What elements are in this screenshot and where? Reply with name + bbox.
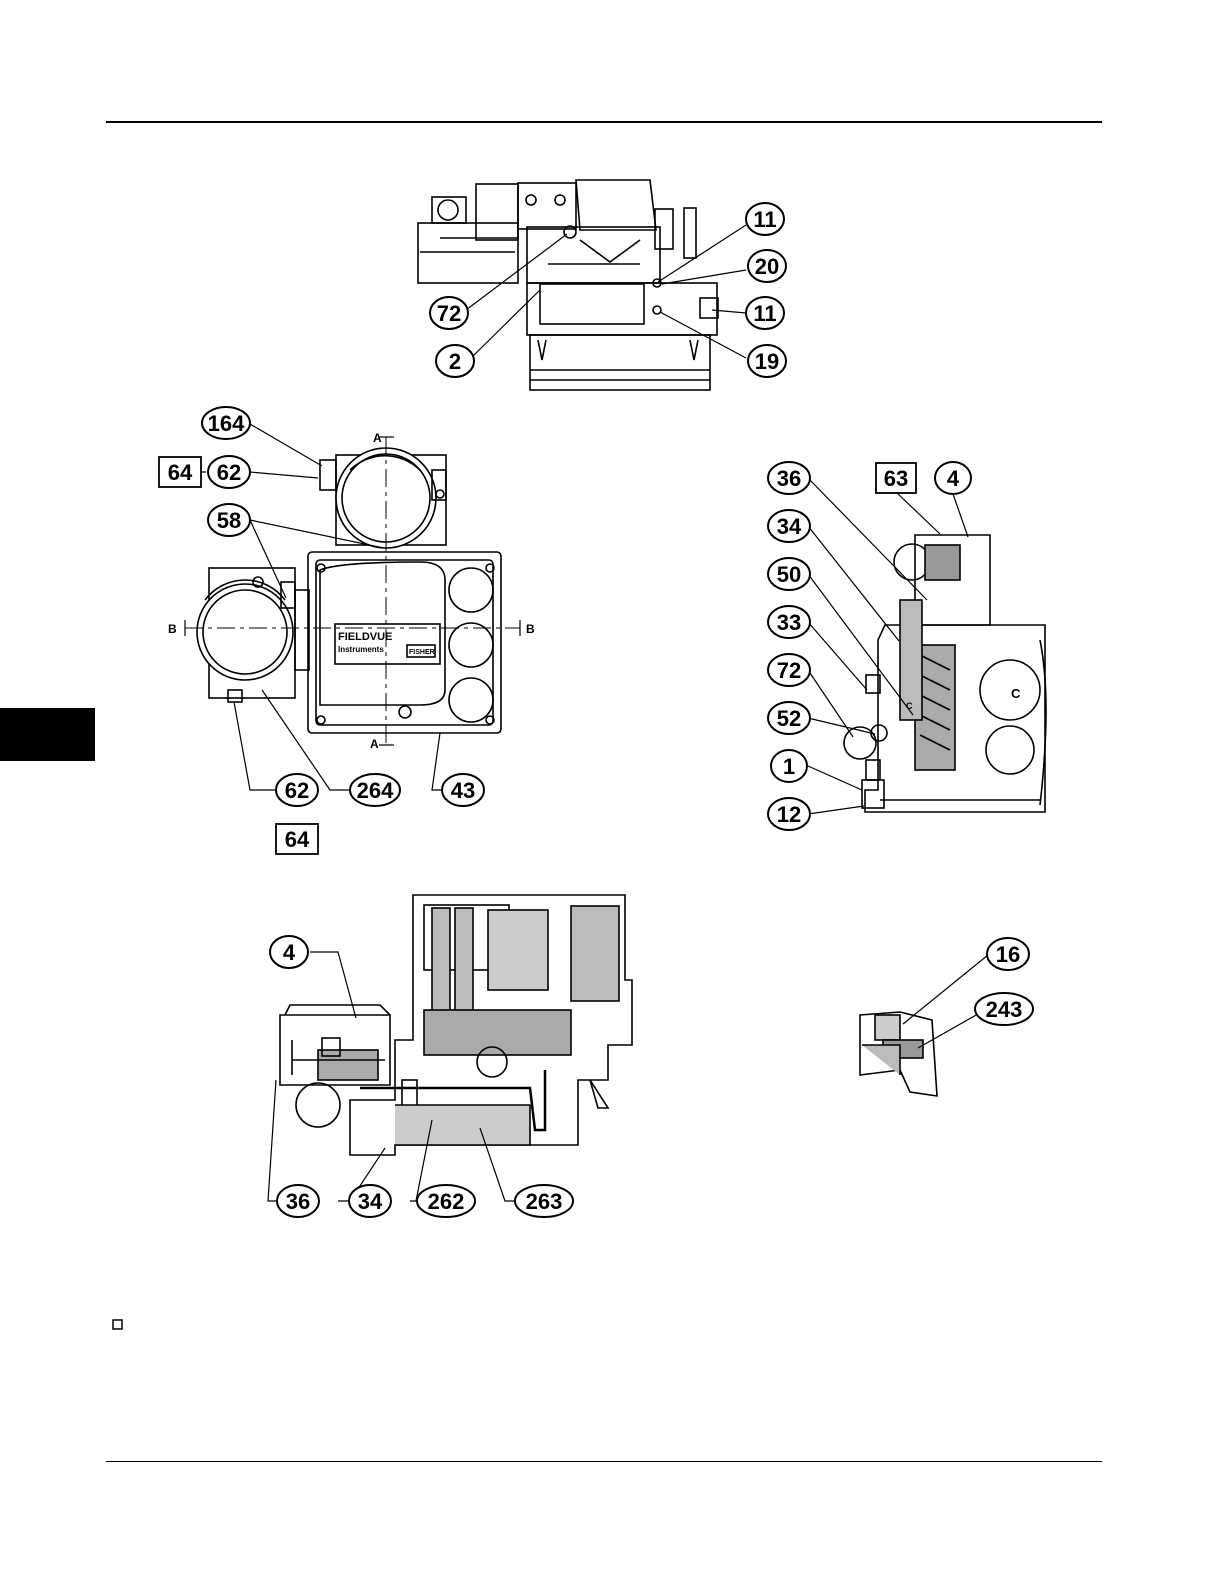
nameplate-brand: FIELDVUE xyxy=(338,631,392,643)
callout-52: 52 xyxy=(768,702,810,734)
right-section-drawing xyxy=(844,535,1046,812)
detail-view-drawing xyxy=(860,1012,937,1096)
svg-text:34: 34 xyxy=(777,514,802,539)
callout-62-upper: 62 xyxy=(208,456,250,488)
section-label-a-top: A xyxy=(373,431,382,445)
callout-50: 50 xyxy=(768,558,810,590)
callout-264: 264 xyxy=(350,774,400,806)
nameplate-sub: Instruments xyxy=(338,645,384,654)
svg-text:64: 64 xyxy=(285,827,310,852)
checkbox-marker xyxy=(113,1320,122,1329)
callout-58: 58 xyxy=(208,504,250,536)
nameplate-badge: FISHER xyxy=(409,649,435,656)
section-label-b-right: B xyxy=(526,622,535,636)
callout-12: 12 xyxy=(768,798,810,830)
callout-64-lower: 64 xyxy=(276,824,318,854)
svg-text:20: 20 xyxy=(755,254,779,279)
callout-72-top: 72 xyxy=(430,297,468,329)
callout-63: 63 xyxy=(876,463,916,493)
svg-text:33: 33 xyxy=(777,610,801,635)
callout-11-lower: 11 xyxy=(746,297,784,329)
callout-36-right: 36 xyxy=(768,462,810,494)
callout-243: 243 xyxy=(975,993,1033,1025)
svg-text:63: 63 xyxy=(884,466,908,491)
svg-text:72: 72 xyxy=(437,301,461,326)
detail-view-leaders xyxy=(903,955,988,1048)
svg-text:52: 52 xyxy=(777,706,801,731)
callout-4-bottom: 4 xyxy=(270,936,308,968)
svg-text:12: 12 xyxy=(777,802,801,827)
callout-262: 262 xyxy=(417,1185,475,1217)
callout-33: 33 xyxy=(768,606,810,638)
svg-text:62: 62 xyxy=(285,778,309,803)
svg-text:11: 11 xyxy=(753,301,776,326)
svg-text:64: 64 xyxy=(168,460,193,485)
callout-164: 164 xyxy=(202,407,250,439)
callout-64-upper: 64 xyxy=(159,457,201,487)
section-label-c-right: C xyxy=(1011,686,1021,701)
callout-43: 43 xyxy=(442,774,484,806)
svg-text:264: 264 xyxy=(357,778,394,803)
svg-text:50: 50 xyxy=(777,562,801,587)
front-view-drawing xyxy=(197,448,501,733)
svg-text:36: 36 xyxy=(777,466,801,491)
svg-text:34: 34 xyxy=(358,1189,383,1214)
callout-34-bottom: 34 xyxy=(349,1185,391,1217)
callout-2: 2 xyxy=(436,345,474,377)
callout-36-bottom: 36 xyxy=(277,1185,319,1217)
svg-text:16: 16 xyxy=(996,942,1020,967)
callout-263: 263 xyxy=(515,1185,573,1217)
svg-text:262: 262 xyxy=(428,1189,465,1214)
callout-72-right: 72 xyxy=(768,654,810,686)
svg-text:58: 58 xyxy=(217,508,241,533)
section-label-a-bottom: A xyxy=(370,737,379,751)
svg-text:11: 11 xyxy=(753,207,776,232)
callout-62-lower: 62 xyxy=(276,774,318,806)
svg-text:72: 72 xyxy=(777,658,801,683)
svg-text:19: 19 xyxy=(755,349,779,374)
svg-text:36: 36 xyxy=(286,1189,310,1214)
svg-text:43: 43 xyxy=(451,778,475,803)
svg-text:4: 4 xyxy=(947,466,960,491)
callout-16: 16 xyxy=(987,938,1029,970)
svg-text:1: 1 xyxy=(783,754,795,779)
bottom-section-drawing xyxy=(280,895,632,1155)
section-label-b-left: B xyxy=(168,622,177,636)
callout-19: 19 xyxy=(748,345,786,377)
callout-11-upper: 11 xyxy=(746,203,784,235)
svg-text:243: 243 xyxy=(986,997,1023,1022)
svg-text:263: 263 xyxy=(526,1189,563,1214)
section-label-c-left: C xyxy=(906,701,913,711)
callout-20: 20 xyxy=(748,250,786,282)
svg-text:2: 2 xyxy=(449,349,461,374)
svg-text:62: 62 xyxy=(217,460,241,485)
svg-text:4: 4 xyxy=(283,940,296,965)
callout-4-right: 4 xyxy=(935,462,971,494)
svg-text:164: 164 xyxy=(208,411,245,436)
callout-34-right: 34 xyxy=(768,510,810,542)
callout-1: 1 xyxy=(771,750,807,782)
